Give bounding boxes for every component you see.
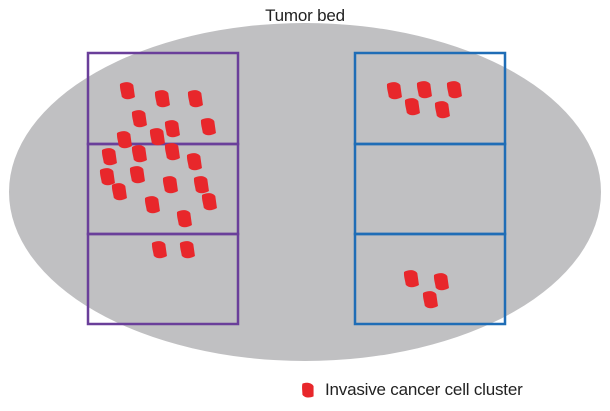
legend: Invasive cancer cell cluster — [299, 380, 523, 400]
cancer-cell-cluster — [179, 241, 195, 259]
cancer-cell-cluster — [119, 82, 135, 100]
cancer-cell-clusters — [99, 81, 462, 309]
cancer-cell-cluster — [201, 193, 217, 211]
cancer-cell-cluster — [144, 196, 160, 214]
cancer-cell-cluster — [154, 90, 170, 108]
cancer-cell-cluster — [176, 210, 192, 228]
right-section-grid — [353, 51, 507, 326]
cancer-cell-cluster — [164, 120, 180, 138]
cancer-cell-cluster — [149, 128, 165, 146]
diagram-title: Tumor bed — [265, 6, 345, 25]
cancer-cell-cluster — [101, 148, 117, 166]
cancer-cell-cluster — [131, 145, 147, 163]
right-grid-cell-bottom — [353, 232, 507, 326]
cancer-cell-cluster — [129, 166, 145, 184]
cancer-cell-cluster — [187, 90, 203, 108]
cancer-cell-cluster — [116, 131, 132, 149]
cancer-cell-cluster — [403, 270, 419, 288]
tumor-bed-ellipse — [9, 23, 601, 361]
cancer-cell-cluster — [151, 241, 167, 259]
cancer-cell-cluster — [200, 118, 216, 136]
left-grid-cell-bottom — [86, 232, 240, 326]
cancer-cell-cluster — [446, 81, 462, 99]
cancer-cell-cluster — [193, 176, 209, 194]
cancer-cell-cluster — [422, 291, 438, 309]
cancer-cell-cluster — [433, 273, 449, 291]
cancer-cell-cluster — [186, 153, 202, 171]
cancer-cell-cluster — [386, 82, 402, 100]
cancer-cell-cluster — [111, 183, 127, 201]
cancer-cell-cluster — [164, 143, 180, 161]
legend-label: Invasive cancer cell cluster — [325, 380, 523, 399]
cancer-cell-cluster-icon — [302, 382, 314, 398]
cancer-cell-cluster — [434, 101, 450, 119]
cancer-cell-cluster — [416, 81, 432, 99]
cancer-cell-cluster — [404, 98, 420, 116]
cancer-cell-cluster — [162, 176, 178, 194]
cancer-cell-cluster — [131, 110, 147, 128]
cancer-cell-cluster — [99, 168, 115, 186]
